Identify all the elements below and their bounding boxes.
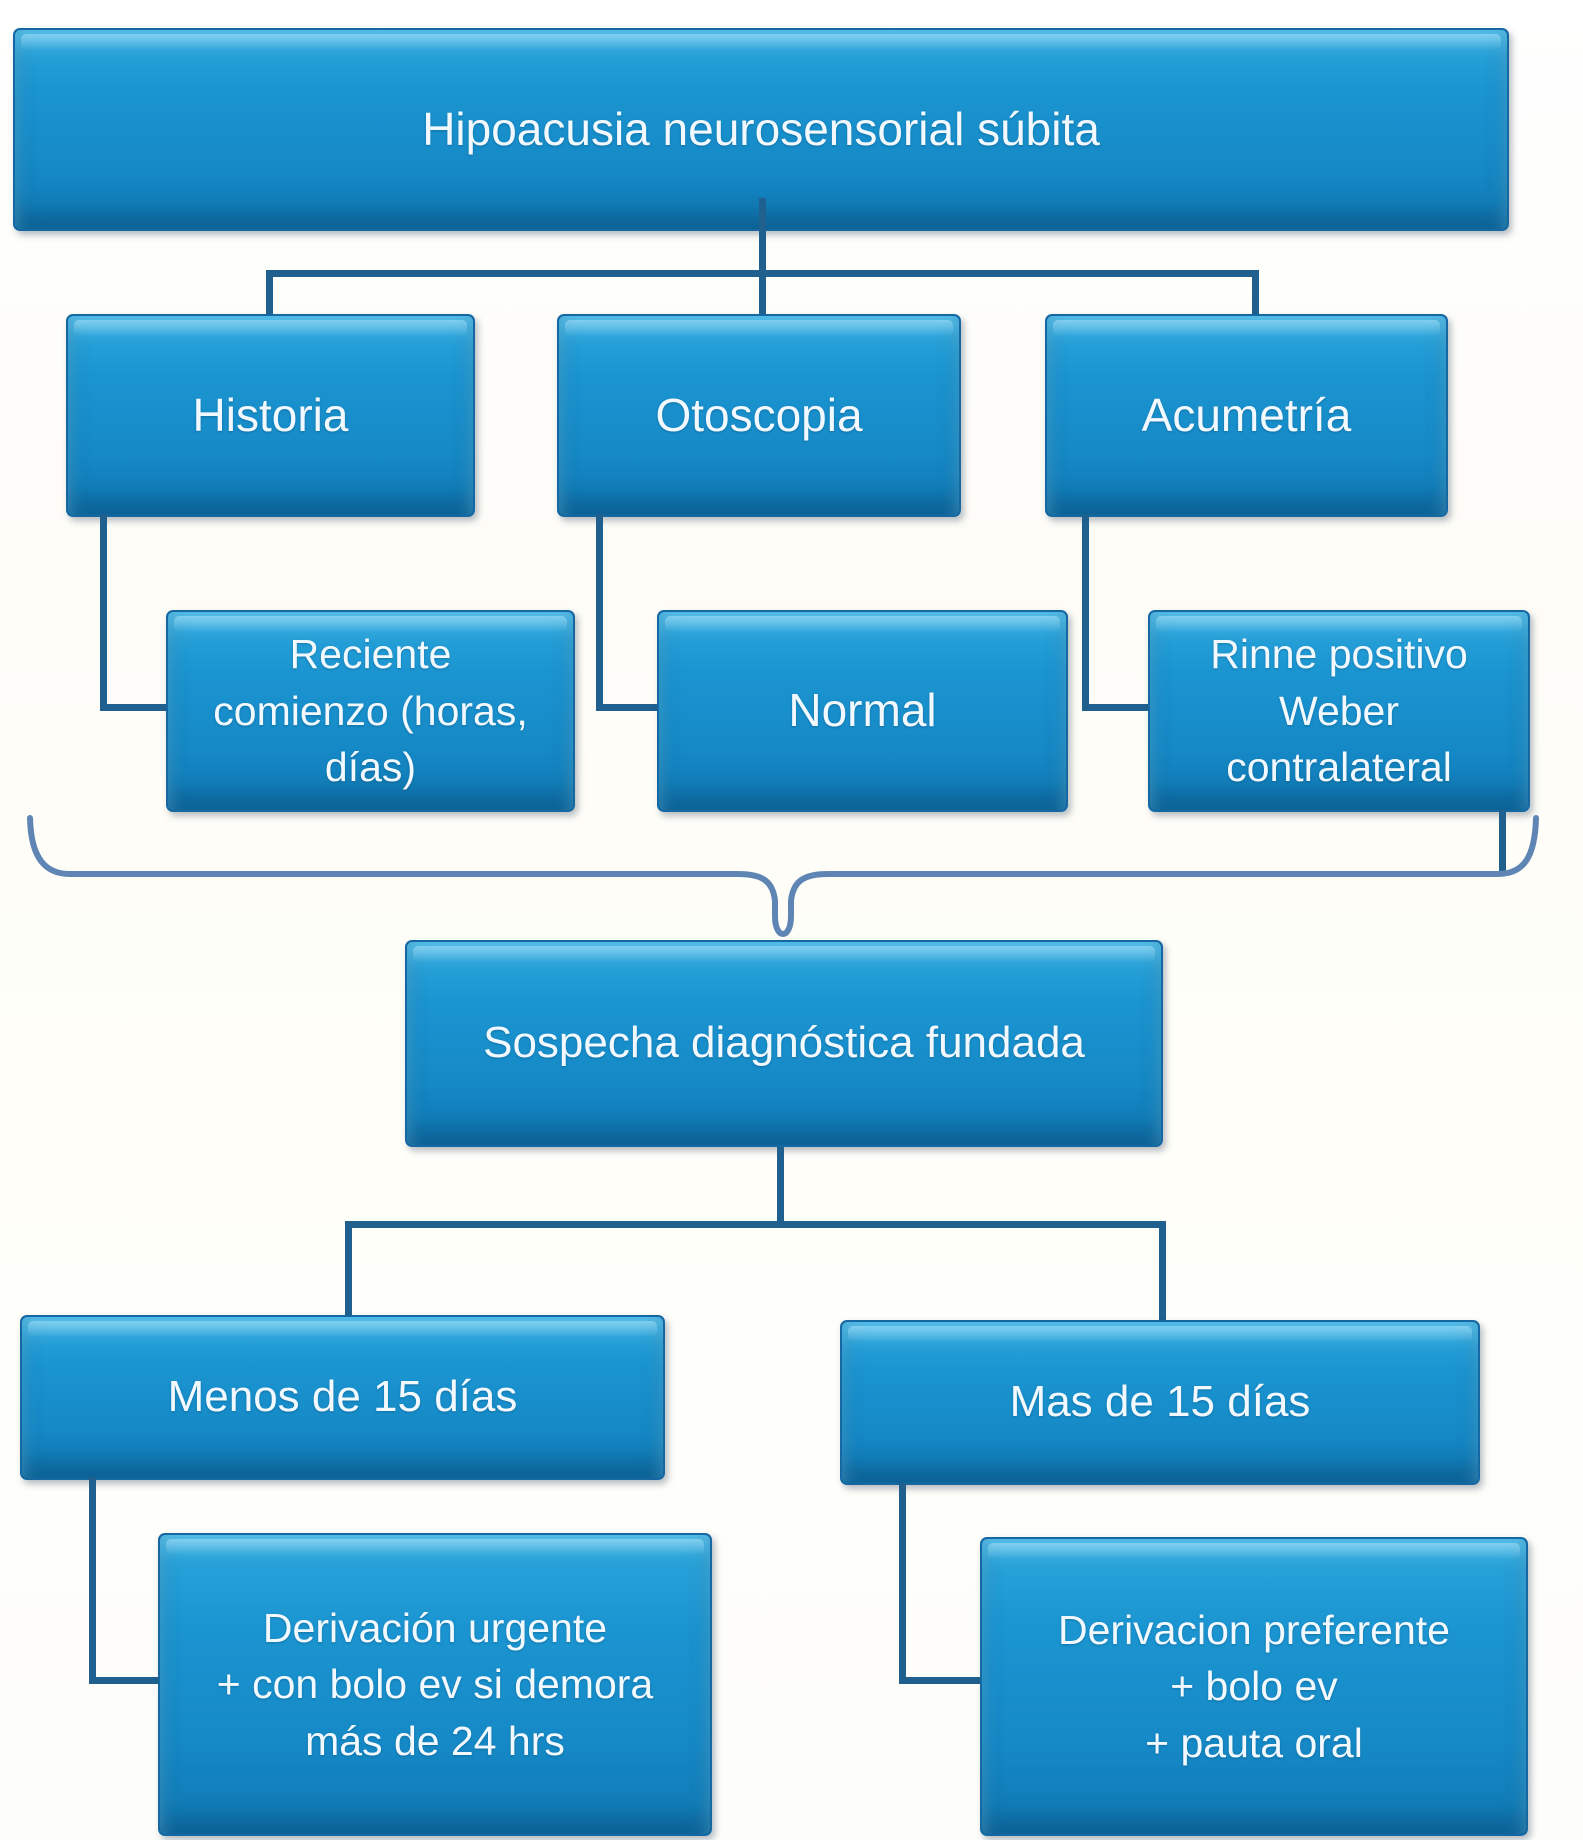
node-menos-15-dias: Menos de 15 días — [20, 1315, 665, 1480]
node-otoscopia: Otoscopia — [557, 314, 961, 517]
connector-mas-elbow-h — [899, 1677, 984, 1684]
node-mas-15-dias-label: Mas de 15 días — [1009, 1377, 1311, 1427]
node-hipoacusia-title: Hipoacusia neurosensorial súbita — [13, 28, 1509, 231]
connector-acumetria-elbow-v — [1082, 514, 1089, 711]
connector-drop-otoscopia — [759, 270, 766, 318]
node-rinne-weber: Rinne positivo Weber contralateral — [1148, 610, 1530, 812]
connector-rinne-to-brace — [1499, 810, 1506, 872]
curly-brace — [27, 815, 1539, 938]
connector-drop-acumetria — [1252, 270, 1259, 318]
connector-sospecha-stem — [777, 1147, 784, 1228]
connector-otoscopia-elbow-v — [596, 514, 603, 711]
node-derivacion-preferente: Derivacion preferente + bolo ev + pauta … — [980, 1537, 1528, 1836]
connector-mas-elbow-v — [899, 1483, 906, 1684]
node-acumetria-label: Acumetría — [1141, 388, 1352, 441]
node-hipoacusia-label: Hipoacusia neurosensorial súbita — [422, 102, 1100, 155]
node-derivacion-urgente: Derivación urgente + con bolo ev si demo… — [158, 1533, 712, 1836]
connector-historia-elbow-v — [100, 514, 107, 711]
node-mas-15-dias: Mas de 15 días — [840, 1320, 1480, 1485]
connector-title-stem — [759, 198, 766, 274]
node-sospecha: Sospecha diagnóstica fundada — [405, 940, 1163, 1147]
node-sospecha-label: Sospecha diagnóstica fundada — [483, 1018, 1085, 1068]
node-acumetria: Acumetría — [1045, 314, 1448, 517]
connector-menos-elbow-h — [89, 1677, 162, 1684]
node-rinne-weber-label: Rinne positivo Weber contralateral — [1210, 631, 1468, 791]
connector-drop-mas — [1159, 1221, 1166, 1322]
node-menos-15-dias-label: Menos de 15 días — [167, 1372, 518, 1422]
connector-drop-menos — [345, 1221, 352, 1318]
node-derivacion-urgente-label: Derivación urgente + con bolo ev si demo… — [216, 1604, 654, 1764]
connector-menos-elbow-v — [89, 1477, 96, 1684]
node-historia-label: Historia — [192, 388, 349, 441]
node-normal: Normal — [657, 610, 1068, 812]
connector-row5-rail — [345, 1221, 1166, 1228]
connector-historia-elbow-h — [100, 704, 170, 711]
connector-otoscopia-elbow-h — [596, 704, 662, 711]
connector-acumetria-elbow-h — [1082, 704, 1152, 711]
node-reciente-comienzo-label: Reciente comienzo (horas, días) — [213, 631, 528, 791]
node-historia: Historia — [66, 314, 475, 517]
node-reciente-comienzo: Reciente comienzo (horas, días) — [166, 610, 575, 812]
connector-drop-historia — [266, 270, 273, 318]
node-otoscopia-label: Otoscopia — [655, 388, 863, 441]
node-derivacion-preferente-label: Derivacion preferente + bolo ev + pauta … — [1058, 1606, 1450, 1766]
node-normal-label: Normal — [788, 684, 937, 737]
